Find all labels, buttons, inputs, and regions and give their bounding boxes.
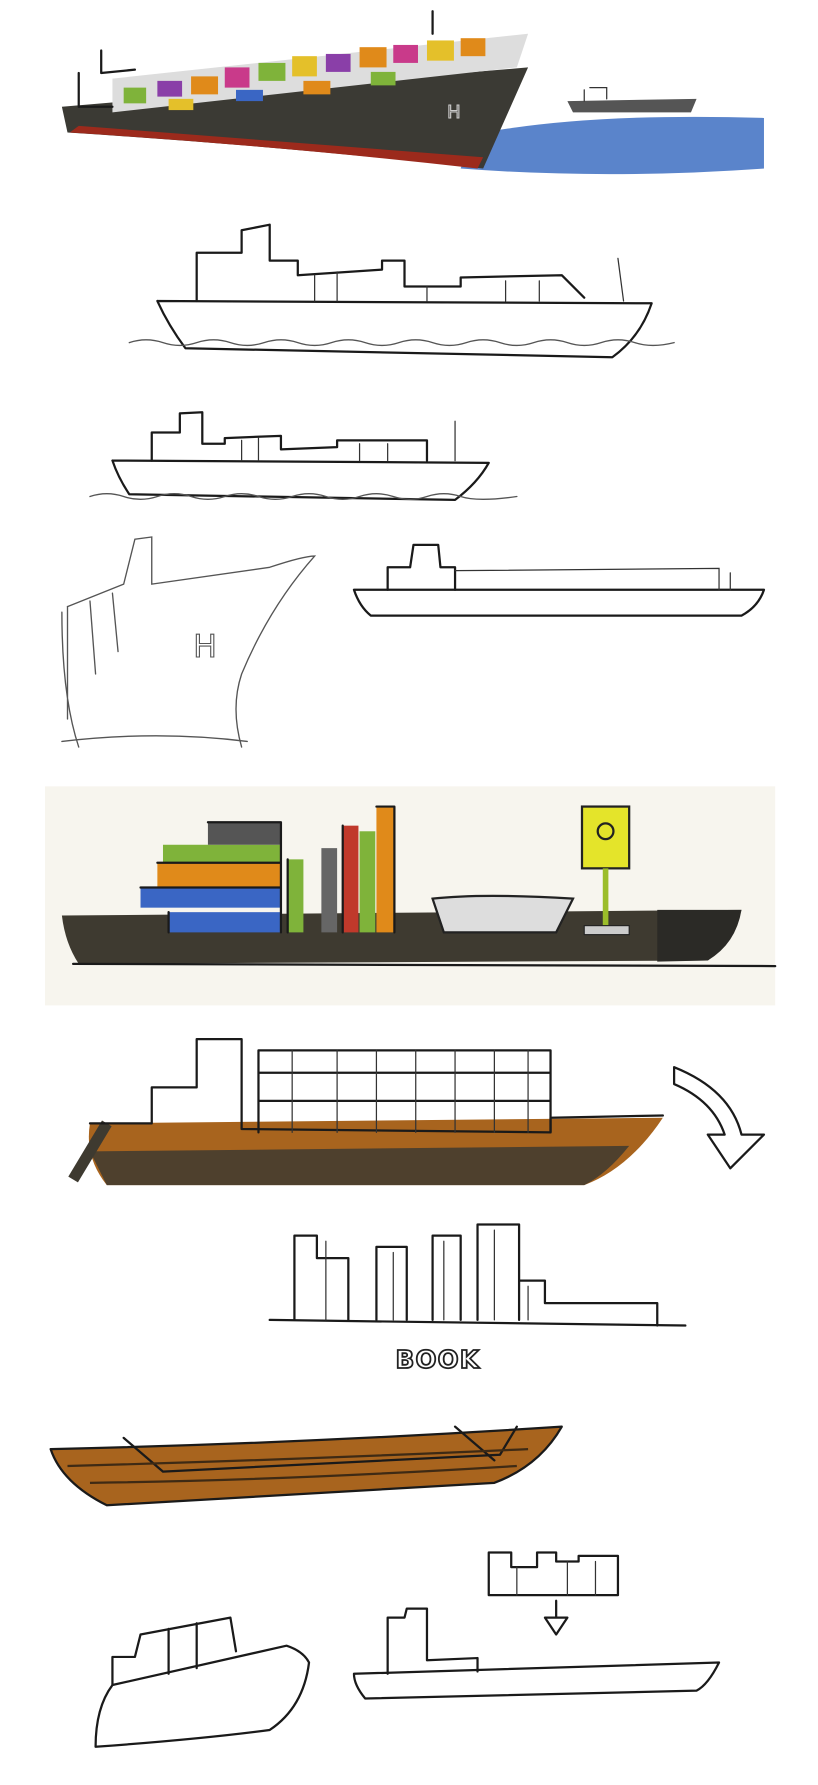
down-arrow-icon [543, 1599, 569, 1636]
flat-deck-ship-sketch [352, 543, 766, 617]
colored-container-ship-sketch: H [61, 10, 764, 175]
colored-containers [123, 38, 486, 111]
distant-ship [567, 98, 697, 113]
lamp-shade [580, 805, 631, 870]
sea-water [460, 116, 764, 175]
book-skyline-diagram: BOOK [268, 1223, 687, 1375]
bottom-ship-sketches [94, 1551, 721, 1748]
bowl [431, 894, 575, 934]
brown-container-ship-sketch [68, 1037, 766, 1186]
hull [61, 67, 529, 169]
hull-letter: H [447, 102, 461, 123]
book-ship-sketch [45, 786, 777, 1006]
curved-arrow-icon [672, 1066, 766, 1170]
book-ship-hull [61, 909, 742, 964]
bow-view-sketch: H [61, 536, 317, 748]
outline-ship-sketch-large [128, 223, 675, 359]
wooden-boat-sketch [49, 1425, 563, 1507]
bow-hull-letter: H [193, 629, 217, 665]
book-label: BOOK [396, 1345, 480, 1374]
outline-ship-sketch-small [89, 411, 518, 502]
